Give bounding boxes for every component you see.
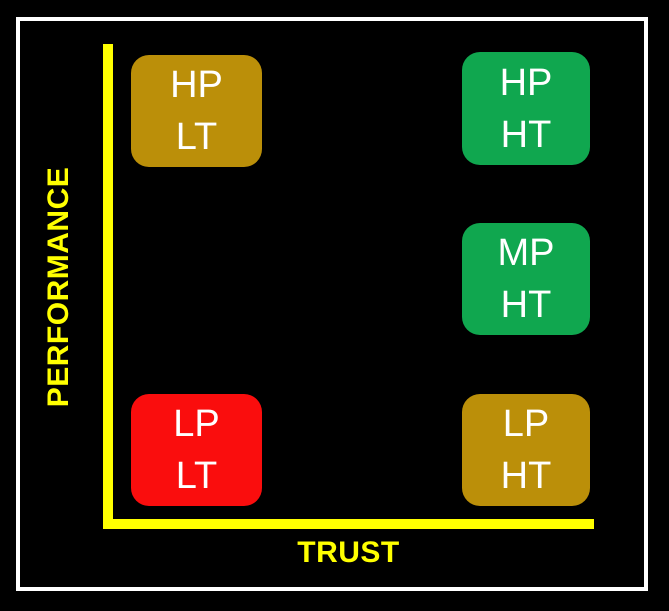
y-axis-line [103, 44, 113, 529]
cell-high-performance-high-trust[interactable]: HP HT [462, 52, 590, 165]
x-axis-line [103, 519, 594, 529]
cell-medium-performance-high-trust[interactable]: MP HT [462, 223, 590, 335]
cell-label-trust: LT [175, 455, 218, 497]
cell-label-trust: HT [500, 113, 552, 156]
y-axis-label: PERFORMANCE [42, 166, 75, 408]
cell-label-performance: HP [170, 64, 223, 106]
cell-label-performance: MP [497, 232, 555, 274]
cell-label-trust: LT [175, 116, 218, 158]
cell-label-performance: HP [499, 61, 553, 104]
cell-low-performance-high-trust[interactable]: LP HT [462, 394, 590, 506]
x-axis-label: TRUST [297, 536, 400, 569]
cell-label-trust: HT [500, 455, 552, 497]
cell-high-performance-low-trust[interactable]: HP LT [131, 55, 262, 167]
cell-label-trust: HT [500, 284, 552, 326]
cell-low-performance-low-trust[interactable]: LP LT [131, 394, 262, 506]
cell-label-performance: LP [502, 403, 550, 445]
cell-label-performance: LP [173, 403, 220, 445]
